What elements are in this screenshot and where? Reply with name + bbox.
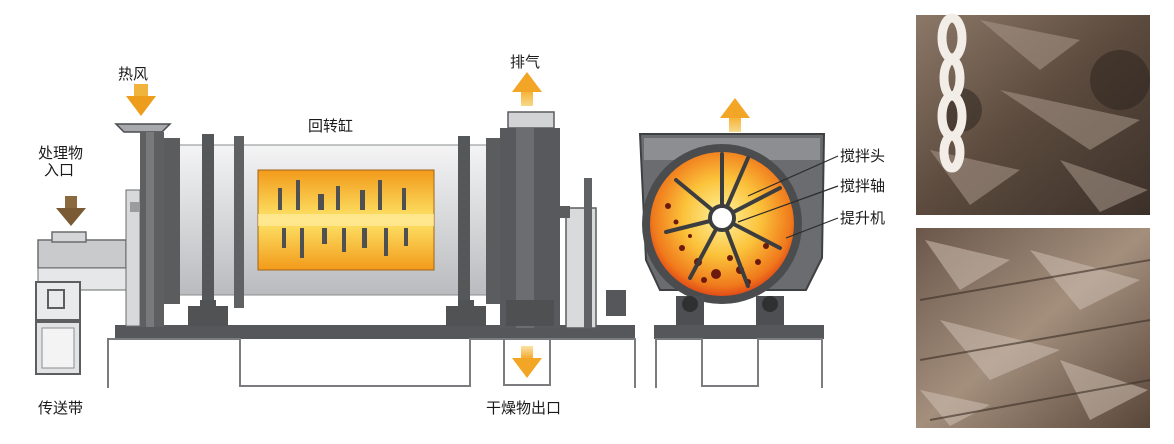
- feed-inlet-label-line2: 入口: [44, 161, 74, 179]
- feed-inlet-arrow: [56, 196, 86, 226]
- stirring-shaft-label: 搅拌轴: [840, 177, 885, 195]
- exhaust-label: 排气: [510, 53, 540, 71]
- feeder-unit: [35, 189, 141, 375]
- stirring-head-label: 搅拌头: [840, 147, 885, 165]
- lifter-label: 提升机: [840, 209, 885, 227]
- drum-interior-flakes-photo: [916, 228, 1151, 428]
- drum-interior-chain-photo: [916, 13, 1150, 215]
- hot-air-arrow: [126, 84, 156, 116]
- cross-section-exhaust-arrow: [720, 98, 750, 132]
- conveyor-belt-label: 传送带: [38, 399, 83, 417]
- dry-outlet-label: 干燥物出口: [486, 399, 561, 417]
- exhaust-tower: [500, 111, 626, 329]
- rotary-drum: [164, 134, 500, 326]
- feed-inlet-label-line1: 处理物: [38, 144, 83, 162]
- hot-air-hopper: [114, 123, 172, 327]
- exhaust-arrow: [512, 72, 542, 106]
- machine-base: [107, 325, 636, 388]
- cross-section: [638, 133, 826, 388]
- rotary-drum-label: 回转缸: [308, 117, 353, 135]
- dry-outlet-arrow: [503, 338, 551, 386]
- leader-lines: [737, 155, 839, 239]
- hot-air-label: 热风: [118, 65, 148, 83]
